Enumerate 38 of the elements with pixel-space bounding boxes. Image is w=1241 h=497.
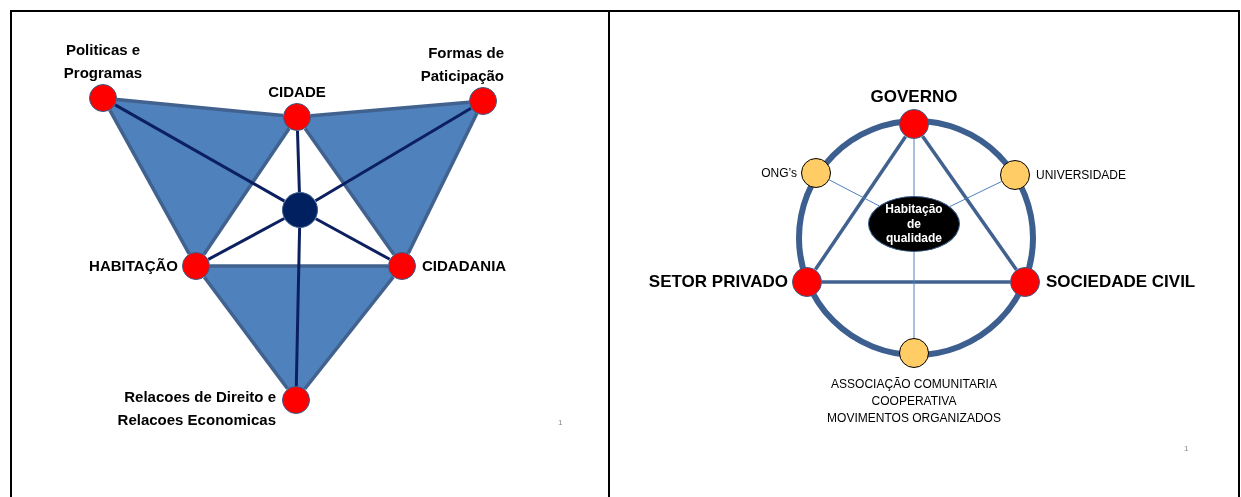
connector-line: [315, 217, 391, 261]
connector-line: [210, 264, 388, 268]
node-label: UNIVERSIDADE: [1036, 167, 1127, 184]
connector-line: [202, 127, 291, 256]
connector-line: [822, 280, 1010, 284]
node-label: Politicas e Programas: [62, 40, 144, 83]
node-label: SOCIEDADE CIVIL: [1046, 271, 1196, 294]
circle-node: [282, 192, 318, 228]
connector-line: [114, 103, 286, 203]
node-label: CIDADE: [268, 81, 326, 102]
connector-line: [310, 100, 470, 118]
node-label: ONG’s: [761, 165, 797, 182]
node-label: SETOR PRIVADO: [648, 271, 788, 294]
connector-line: [314, 106, 472, 203]
ellipse-node: Habitação de qualidade: [868, 196, 960, 252]
node-label: GOVERNO: [870, 85, 958, 108]
connector-line: [813, 135, 908, 271]
page-number: 1: [558, 418, 563, 427]
connector-line: [828, 179, 880, 207]
node-label: HABITAÇÃO: [89, 255, 178, 276]
connector-line: [303, 275, 395, 391]
connector-line: [116, 97, 284, 118]
connector-line: [913, 138, 915, 197]
connector-line: [207, 217, 285, 261]
connector-line: [406, 112, 479, 255]
node-label: CIDADANIA: [422, 255, 507, 276]
node-label: ASSOCIAÇÃO COMUNITARIA COOPERATIVA MOVIMENTOS ORGANIZADOS: [827, 376, 1001, 427]
connector-line: [921, 135, 1018, 271]
connector-line: [108, 109, 191, 255]
connector-line: [303, 127, 396, 256]
node-label: Formas de Paticipação: [419, 43, 504, 86]
connector-line: [949, 181, 1002, 207]
connector-line: [913, 251, 915, 339]
page-number: 1: [1184, 444, 1189, 453]
connector-line: [294, 227, 302, 387]
node-label: Relacoes de Direito e Relacoes Economicas: [116, 387, 276, 430]
connector-line: [296, 130, 301, 193]
connector-line: [203, 276, 289, 390]
